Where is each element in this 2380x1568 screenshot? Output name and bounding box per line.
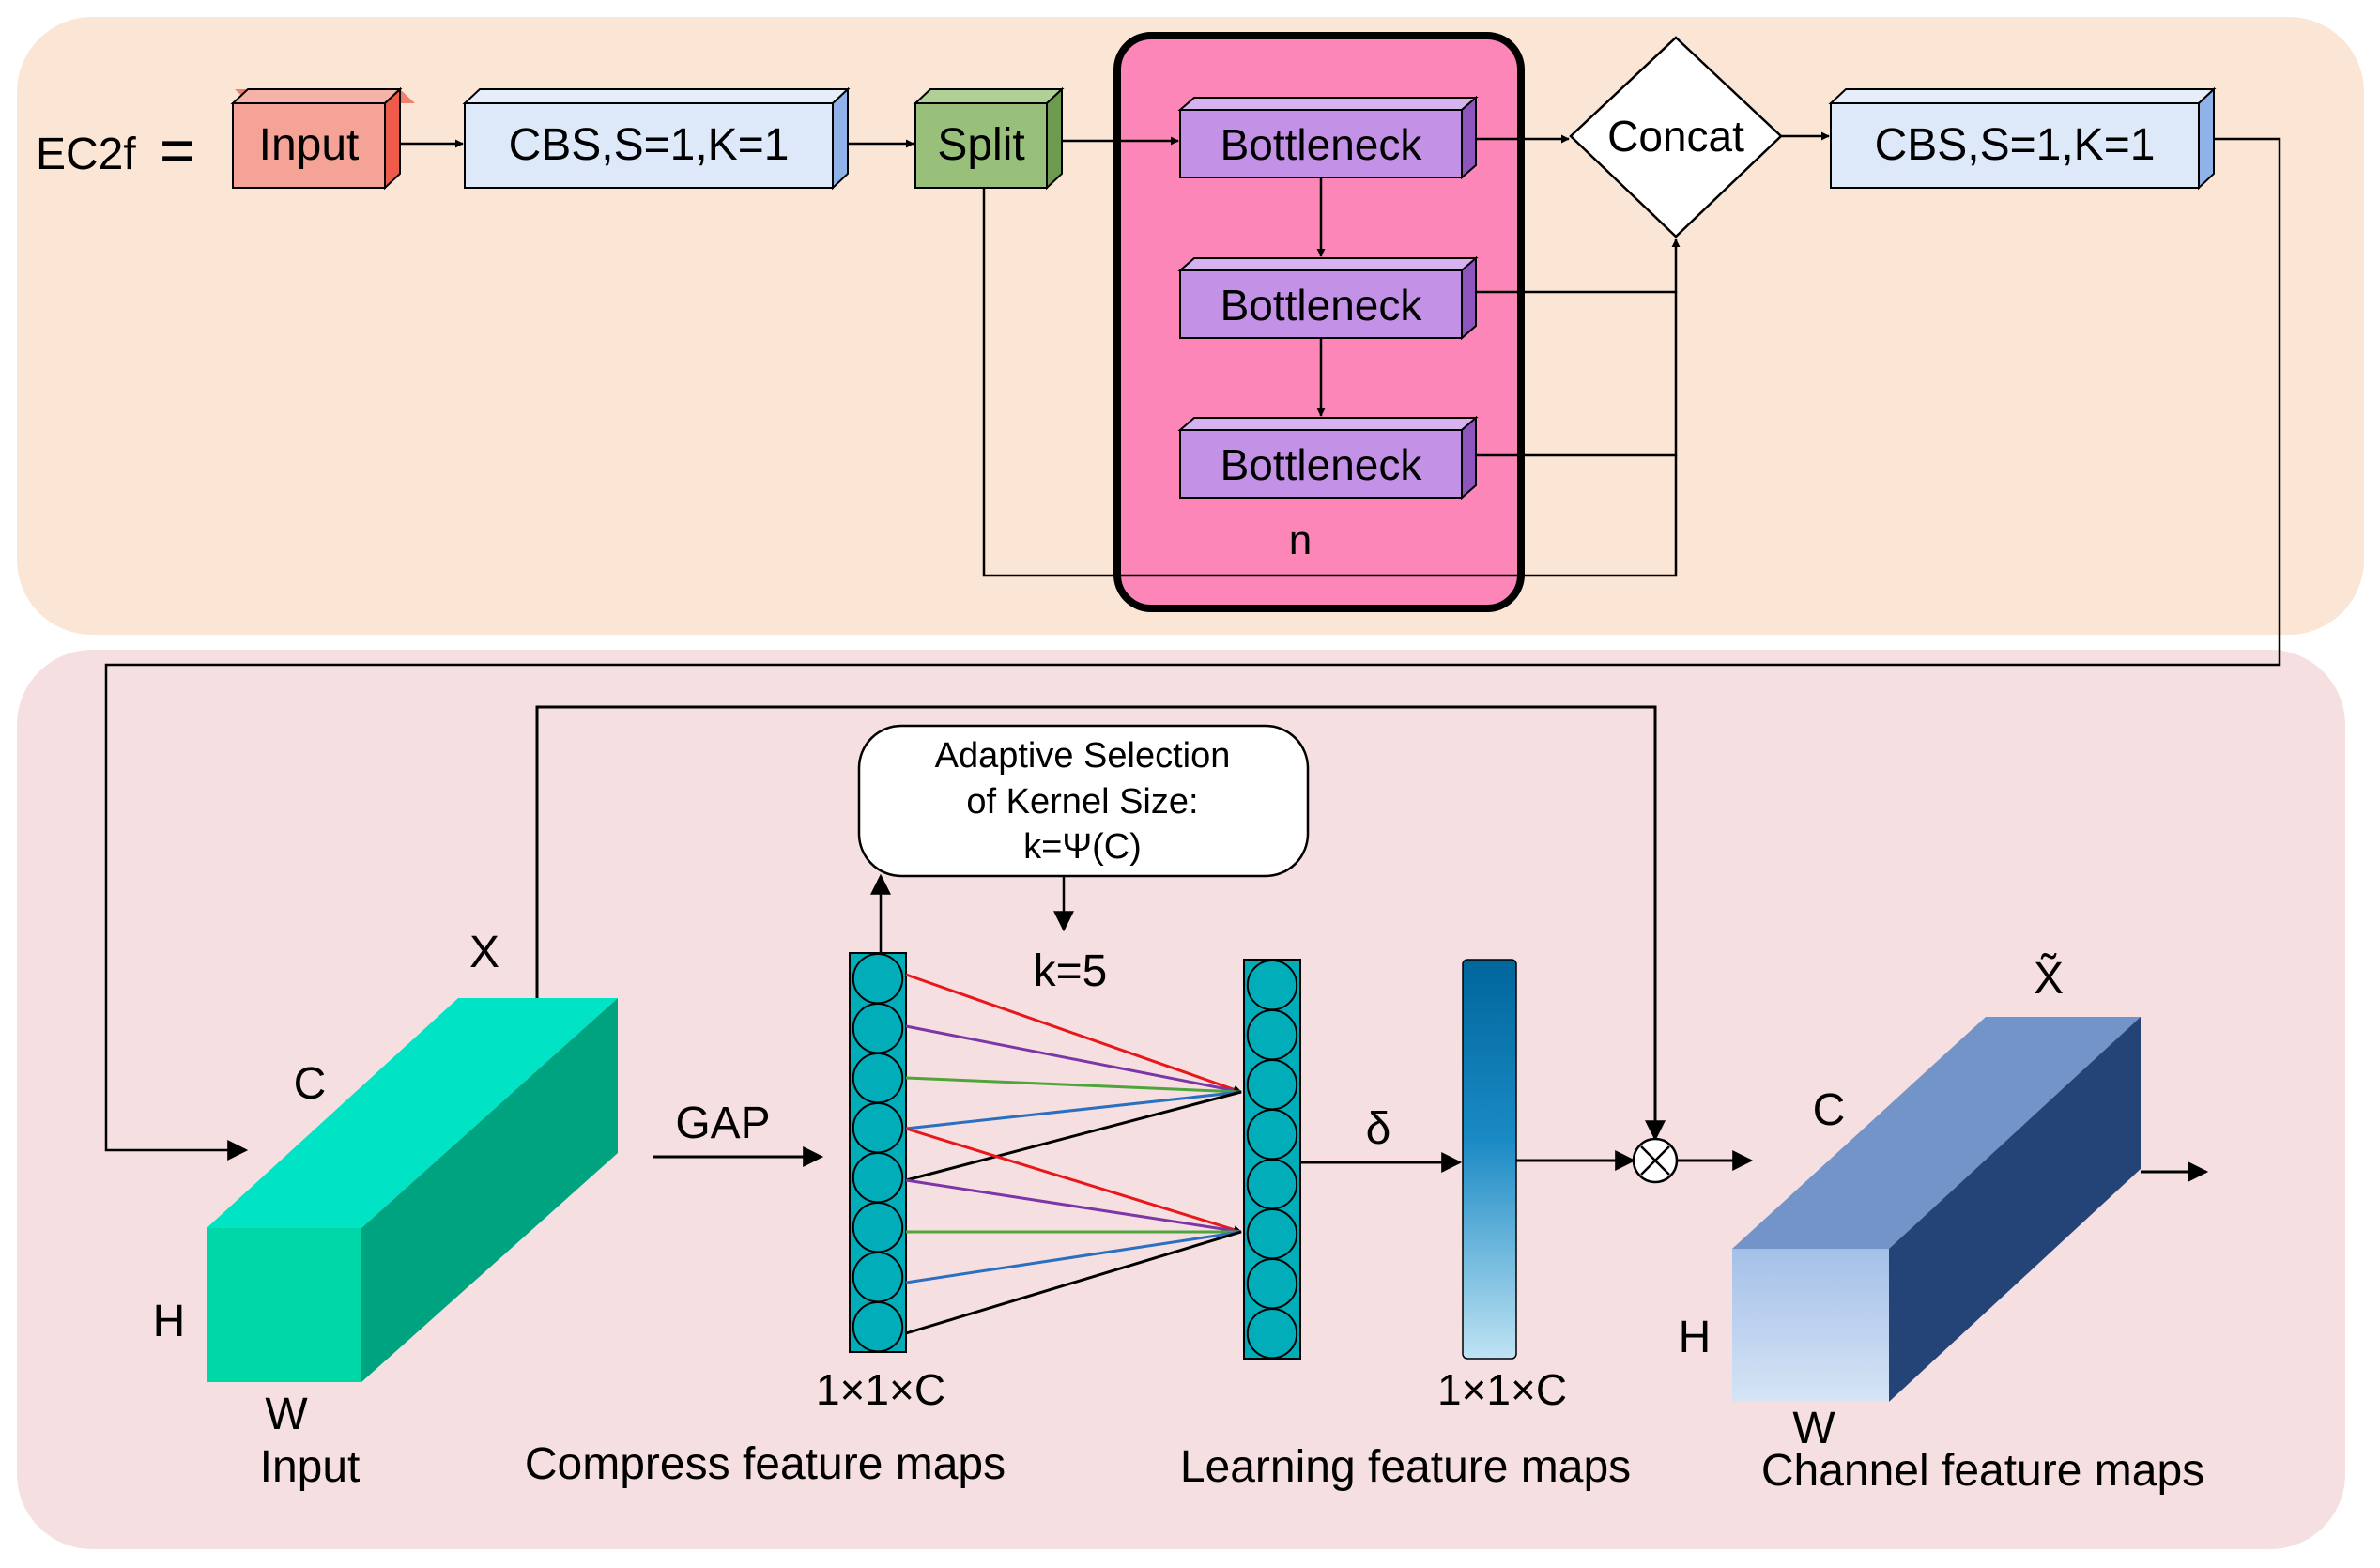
adaptive-kernel-box: Adaptive Selection of Kernel Size: k=Ψ(C… — [857, 724, 1310, 878]
adaptive-line-3: k=Ψ(C) — [1023, 827, 1142, 867]
concat-node: Concat — [1569, 36, 1783, 238]
compress-neuron — [852, 1152, 904, 1204]
cbs-block-1: CBS,S=1,K=1 — [462, 86, 851, 191]
n-label: n — [1289, 517, 1312, 563]
input-w-label: W — [265, 1390, 308, 1439]
output-w-label: W — [1792, 1404, 1835, 1453]
xtilde-label: X̃ — [2034, 953, 2064, 1004]
cbs-block-2: CBS,S=1,K=1 — [1828, 86, 2217, 191]
learning-neuron — [1246, 1258, 1298, 1310]
bottleneck-3: Bottleneck — [1177, 415, 1479, 500]
learning-neuron — [1246, 1208, 1298, 1260]
compress-dims: 1×1×C — [816, 1365, 945, 1414]
adaptive-line-2: of Kernel Size: — [966, 782, 1198, 822]
adaptive-line-1: Adaptive Selection — [935, 736, 1231, 776]
learning-neuron — [1246, 1109, 1298, 1161]
feedback-connector — [104, 650, 2281, 1161]
compress-neuron — [852, 1202, 904, 1253]
ec2f-prefix: EC2f — [36, 130, 136, 179]
cbs-block-2-label: CBS,S=1,K=1 — [1875, 120, 2156, 170]
compress-neuron — [852, 952, 904, 1005]
attention-bar — [1462, 959, 1517, 1360]
learning-neuron — [1246, 959, 1298, 1011]
compress-caption: Compress feature maps — [525, 1439, 1006, 1489]
compress-neuron — [852, 1003, 904, 1054]
output-cuboid — [1732, 1017, 2141, 1402]
top-input-label: Input — [259, 120, 360, 170]
split-label: Split — [937, 120, 1024, 170]
learning-neuron — [1246, 1159, 1298, 1210]
cbs-block-1-label: CBS,S=1,K=1 — [509, 120, 790, 170]
bottleneck-2: Bottleneck — [1177, 255, 1479, 341]
delta-label: δ — [1366, 1104, 1391, 1154]
bottleneck-1-label: Bottleneck — [1221, 120, 1423, 169]
output-c-label: C — [1813, 1085, 1846, 1135]
learning-dims: 1×1×C — [1437, 1365, 1567, 1414]
input-caption: Input — [260, 1442, 361, 1492]
learning-column — [1243, 959, 1301, 1360]
compress-neuron — [852, 1252, 904, 1303]
bottleneck-1: Bottleneck — [1177, 95, 1479, 180]
input-cuboid — [207, 998, 618, 1382]
multiply-node — [1632, 1137, 1679, 1184]
compress-neuron — [852, 1102, 904, 1154]
compress-column — [849, 952, 907, 1353]
equals-sign: = — [160, 116, 194, 184]
learning-caption: Learning feature maps — [1180, 1442, 1631, 1492]
input-h-label: H — [153, 1297, 186, 1346]
input-c-label: C — [294, 1059, 327, 1109]
concat-label: Concat — [1607, 112, 1744, 161]
kernel-connections — [905, 973, 1242, 1335]
skip-connector — [535, 705, 1666, 1142]
output-caption: Channel feature maps — [1761, 1446, 2204, 1496]
bottleneck-3-label: Bottleneck — [1221, 440, 1423, 489]
output-h-label: H — [1679, 1313, 1712, 1362]
learning-neuron — [1246, 1059, 1298, 1111]
top-input-block: Input — [230, 86, 415, 191]
learning-neuron — [1246, 1009, 1298, 1061]
bottleneck-2-label: Bottleneck — [1221, 281, 1423, 330]
split-block: Split — [913, 86, 1065, 191]
gap-label: GAP — [675, 1099, 770, 1148]
compress-neuron — [852, 1053, 904, 1104]
learning-neuron — [1246, 1308, 1298, 1360]
compress-neuron — [852, 1301, 904, 1353]
input-x-label: X — [469, 928, 499, 977]
k-label: k=5 — [1034, 946, 1108, 996]
